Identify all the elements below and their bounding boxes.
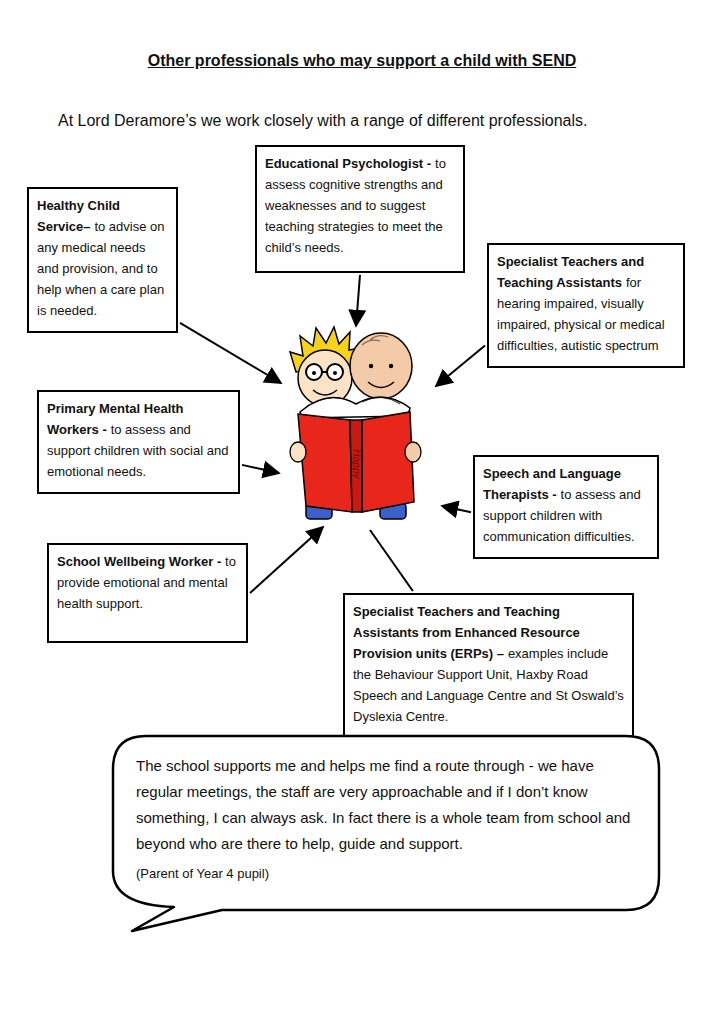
intro-text: At Lord Deramore’s we work closely with … bbox=[58, 110, 718, 132]
professional-box: Primary Mental Health Workers -to assess… bbox=[37, 390, 240, 494]
professional-box: School Wellbeing Worker -to provide emot… bbox=[47, 543, 248, 643]
professional-box: Educational Psychologist -to assess cogn… bbox=[255, 145, 465, 273]
child-hand bbox=[405, 442, 421, 462]
box-heading: The school supports me and helps me find… bbox=[136, 753, 634, 857]
book-cover bbox=[362, 412, 414, 512]
box-body: (Parent of Year 4 pupil) bbox=[136, 861, 634, 887]
page-title: Other professionals who may support a ch… bbox=[0, 52, 724, 70]
child-face bbox=[298, 350, 352, 406]
leader-line bbox=[180, 323, 281, 383]
book-spine bbox=[350, 420, 362, 512]
child-hand bbox=[290, 442, 306, 462]
speech-bubble: The school supports me and helps me find… bbox=[112, 735, 660, 911]
professional-box: Healthy Child Service–to advise on any m… bbox=[27, 187, 178, 333]
box-heading: Educational Psychologist - bbox=[265, 156, 431, 171]
leader-line bbox=[370, 530, 413, 591]
leader-line bbox=[356, 275, 360, 326]
professional-box: Specialist Teachers and Teaching Assista… bbox=[343, 593, 634, 739]
leader-line bbox=[242, 465, 279, 473]
box-heading: Specialist Teachers and Teaching Assista… bbox=[497, 254, 644, 290]
box-heading: School Wellbeing Worker - bbox=[57, 554, 221, 569]
book-cover bbox=[298, 414, 352, 512]
glasses bbox=[306, 364, 322, 380]
child-face bbox=[350, 333, 412, 399]
leader-line bbox=[436, 346, 485, 387]
professional-box: Specialist Teachers and Teaching Assista… bbox=[487, 243, 685, 368]
professional-box: Speech and Language Therapists -to asses… bbox=[473, 455, 659, 559]
leader-line bbox=[442, 506, 471, 512]
leader-line bbox=[250, 527, 323, 593]
glasses bbox=[327, 364, 343, 380]
book-title: Happy bbox=[350, 444, 362, 484]
